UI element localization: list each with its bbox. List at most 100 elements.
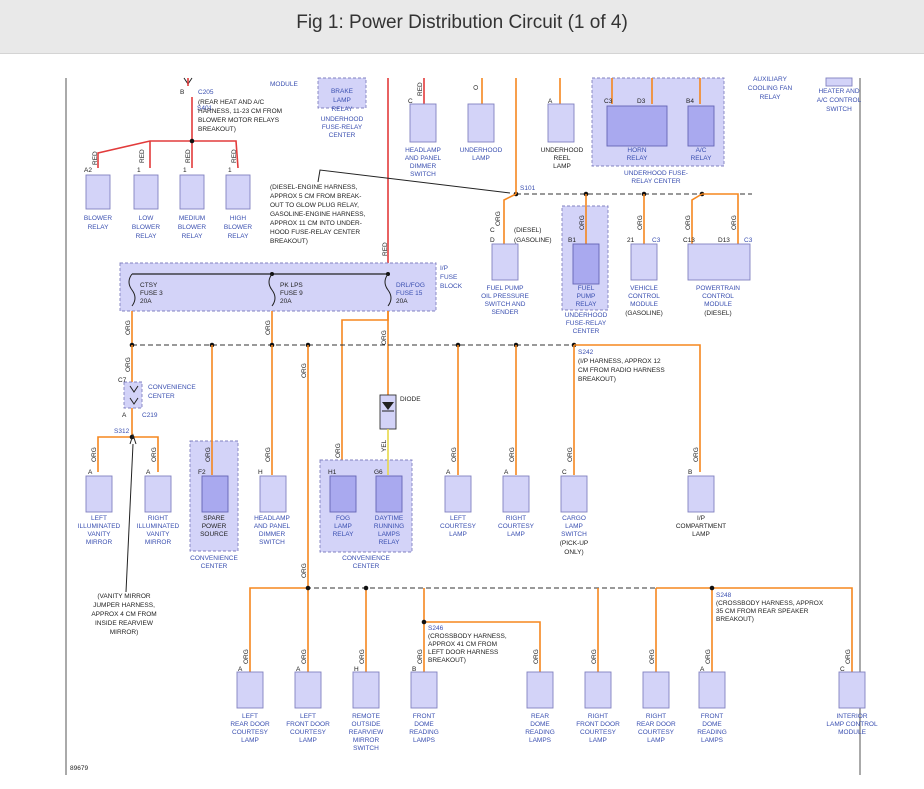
wire-org-pcm-1 [691, 193, 703, 244]
wire-label-org-pcm2: ORG [731, 215, 738, 230]
wire-label-org-fog: ORG [335, 443, 342, 458]
wire-org-vanity [97, 436, 159, 472]
diode-label: DIODE [400, 396, 421, 403]
bottom-pin-label: A [296, 666, 301, 673]
wire-label-org-cargo: ORG [567, 447, 574, 462]
connector-c3-pcm: C3 [744, 237, 753, 244]
wire-org-ilcm [656, 587, 853, 672]
bottom-pin-label: A [238, 666, 243, 673]
diesel-tag: (DIESEL) [514, 227, 541, 234]
pin-a-rcl: A [504, 469, 509, 476]
fuel-pump-oil-switch [491, 243, 519, 281]
wire-label-org-lcl: ORG [451, 447, 458, 462]
figure-id: 89679 [70, 765, 88, 772]
splice-s401: S401 [197, 105, 213, 112]
pin-a-rv: A [146, 469, 151, 476]
pin-1-high: 1 [228, 167, 232, 174]
wire-label-org-ctsy: ORG [125, 320, 132, 335]
pin-c-cargo: C [562, 469, 567, 476]
fog-lamp-relay [329, 475, 357, 513]
pin-1-low: 1 [137, 167, 141, 174]
wire-label-org-bottom: ORG [533, 649, 540, 664]
right-front-door-courtesy-lamp [584, 671, 612, 709]
pin-a-lcl: A [446, 469, 451, 476]
pin-a-lv: A [88, 469, 93, 476]
wire-label-red-3: RED [185, 149, 192, 163]
wire-label-org-uhl: O [473, 85, 480, 90]
wire-label-org-bottom: ORG [845, 649, 852, 664]
high-blower-relay [225, 174, 251, 210]
bottom-splice-dots [305, 585, 715, 625]
wire-label-red-hl: RED [417, 82, 424, 96]
wire-label-org-hl-mid: ORG [265, 447, 272, 462]
wire-label-org-rv: ORG [151, 447, 158, 462]
conv-center-c7-box [123, 381, 143, 409]
pin-b-ipc: B [688, 469, 692, 476]
splice-s312: S312 [114, 428, 130, 435]
wire-label-org-spare: ORG [205, 447, 212, 462]
horn-relay [606, 105, 668, 147]
pin-a-reel: A [548, 98, 553, 105]
powertrain-control-module [687, 243, 751, 281]
wire-label-red-2: RED [139, 149, 146, 163]
wire-label-org-trunk: ORG [301, 363, 308, 378]
rear-dome-reading-lamps [526, 671, 554, 709]
wire-label-red-1: RED [92, 151, 99, 165]
wire-org-fp-oil [503, 193, 517, 244]
gasoline-tag: (GASOLINE) [514, 237, 552, 244]
front-dome-reading-lamps-2 [698, 671, 726, 709]
front-dome-reading-lamps [410, 671, 438, 709]
left-front-door-courtesy-lamp [294, 671, 322, 709]
pin-f2-spare: F2 [198, 469, 206, 476]
wire-label-red-4: RED [231, 149, 238, 163]
bottom-pin-label: C [840, 666, 845, 673]
interior-lamp-control-module [838, 671, 866, 709]
right-vanity-mirror [144, 475, 172, 513]
vanity-note-leader [125, 433, 137, 593]
drl-relay [375, 475, 403, 513]
wire-org-ip-comp [574, 344, 701, 472]
underhood-reel-lamp [547, 103, 575, 143]
underhood-lamp [467, 103, 495, 143]
ac-relay [687, 105, 715, 147]
connector-c7: C7 [118, 377, 127, 384]
connector-c219: C219 [142, 412, 158, 419]
pin-d3-horn: D3 [637, 98, 646, 105]
fuse-drl-symbol [384, 273, 392, 307]
uh-center-b-label: UNDERHOOD FUSE-RELAY CENTER [624, 170, 688, 185]
